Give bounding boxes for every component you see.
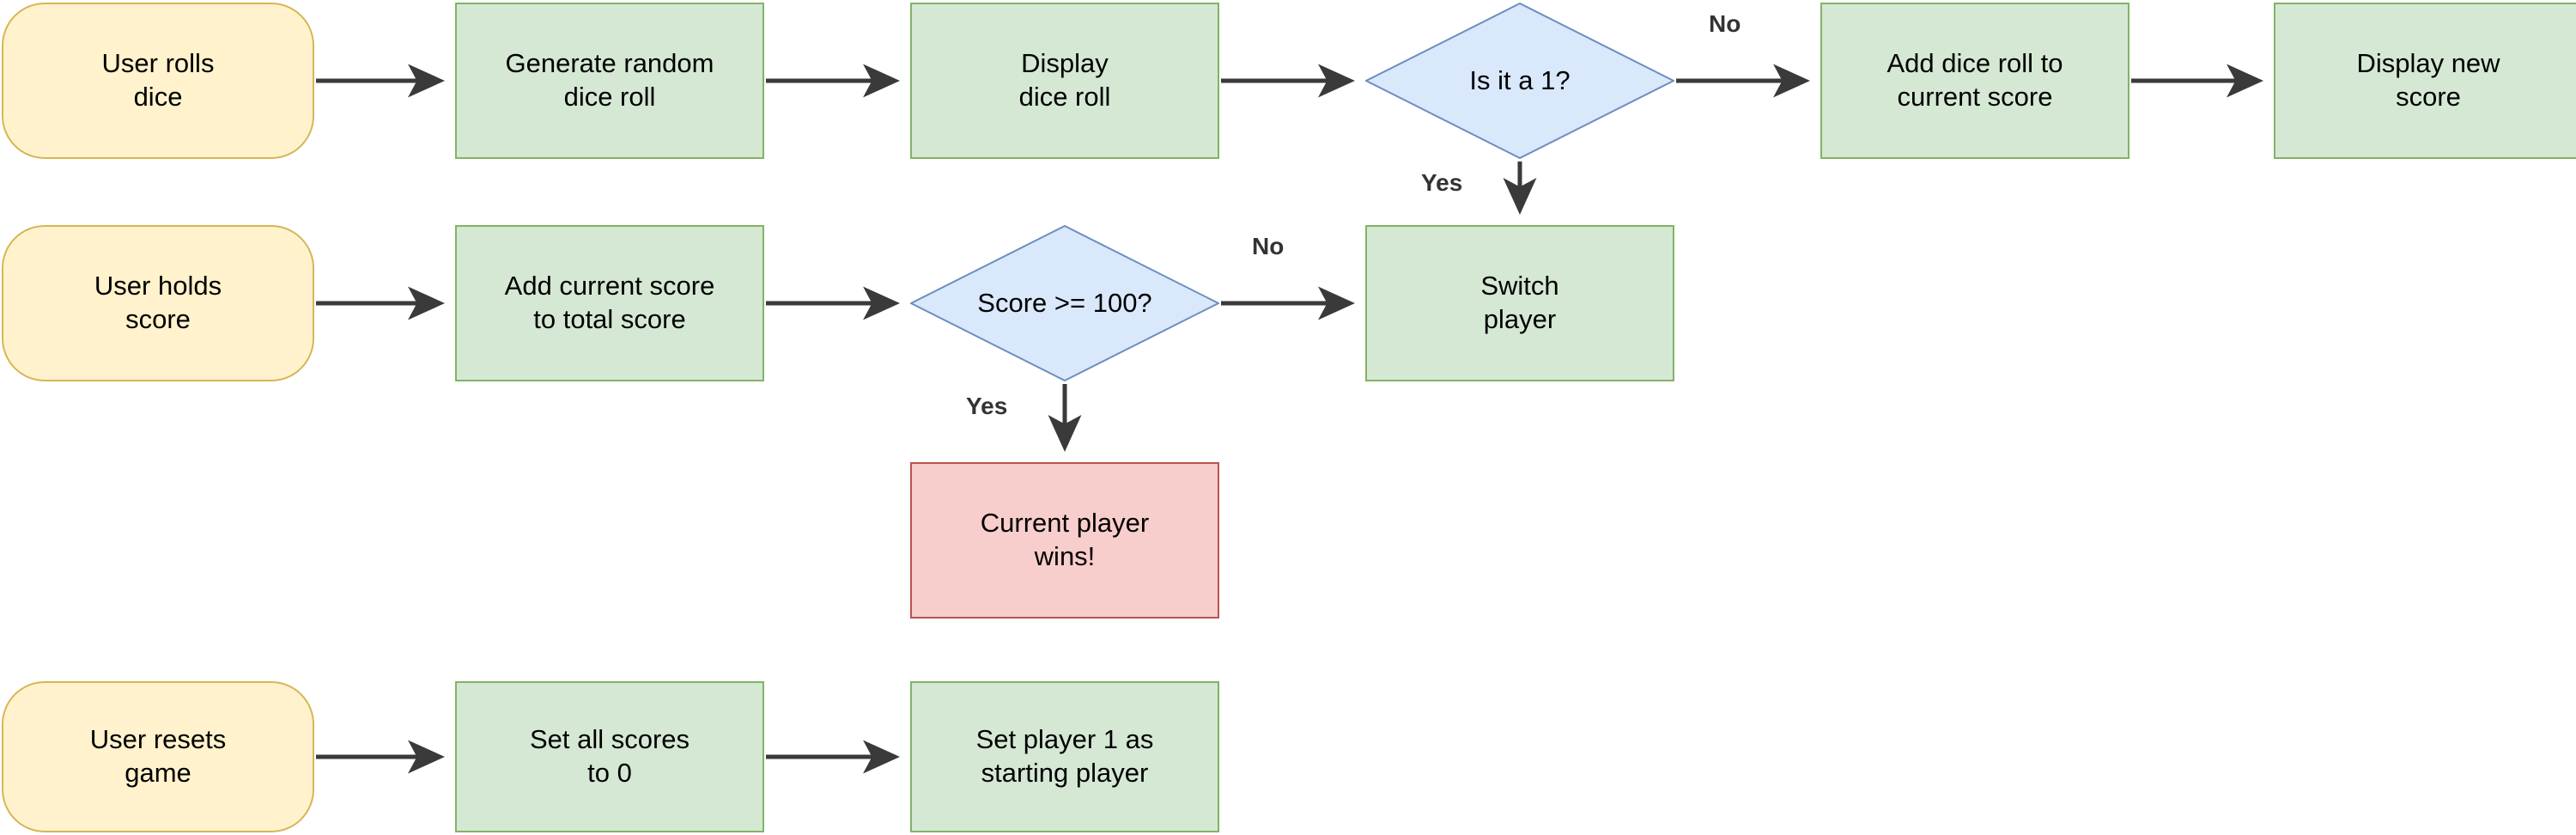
flow-node-label: User resets game (89, 724, 227, 788)
flow-node-label: Set all scores to 0 (529, 724, 690, 788)
flow-node-label: Add current score to total score (504, 271, 715, 334)
flow-node-label: Switch player (1480, 271, 1559, 334)
flow-node-label: Display new score (2356, 48, 2500, 112)
flow-node-add-current-score-to-total-score[interactable]: Add current score to total score (455, 225, 764, 381)
edge-label-e-score100-yes: Yes (966, 393, 1008, 419)
flow-node-is-it-a-1[interactable]: Is it a 1? (1365, 3, 1674, 159)
flow-node-generate-random-dice-roll[interactable]: Generate random dice roll (455, 3, 764, 159)
edge-label-e-decision-yes: Yes (1421, 169, 1463, 196)
flow-node-user-holds-score[interactable]: User holds score (2, 225, 314, 381)
flow-node-display-dice-roll[interactable]: Display dice roll (910, 3, 1219, 159)
flow-node-label: User holds score (94, 271, 222, 334)
flow-node-label: Display dice roll (1018, 48, 1111, 112)
flow-node-label: Generate random dice roll (505, 48, 714, 112)
flow-node-set-player-1-as-starting-player[interactable]: Set player 1 as starting player (910, 681, 1219, 832)
edge-label-e-score100-no: No (1252, 233, 1285, 259)
flow-node-label: Score >= 100? (977, 287, 1152, 318)
flow-node-label: Is it a 1? (1469, 64, 1571, 95)
flow-node-user-resets-game[interactable]: User resets game (2, 681, 314, 832)
flow-node-label: User rolls dice (101, 48, 215, 112)
flow-node-add-dice-roll-to-current-score[interactable]: Add dice roll to current score (1820, 3, 2129, 159)
diamond-icon (1365, 3, 1674, 159)
flow-node-label: Current player wins! (980, 508, 1150, 571)
flow-node-set-all-scores-to-0[interactable]: Set all scores to 0 (455, 681, 764, 832)
flow-node-switch-player[interactable]: Switch player (1365, 225, 1674, 381)
edge-label-e-decision-no: No (1709, 10, 1741, 37)
flow-node-user-rolls-dice[interactable]: User rolls dice (2, 3, 314, 159)
flow-node-score-gte-100[interactable]: Score >= 100? (910, 225, 1219, 381)
flow-node-display-new-score[interactable]: Display new score (2274, 3, 2576, 159)
flow-node-label: Add dice roll to current score (1886, 48, 2063, 112)
flow-node-label: Set player 1 as starting player (975, 724, 1154, 788)
edge-paths (316, 64, 2263, 774)
diamond-icon (910, 225, 1219, 381)
flow-node-current-player-wins[interactable]: Current player wins! (910, 462, 1219, 619)
